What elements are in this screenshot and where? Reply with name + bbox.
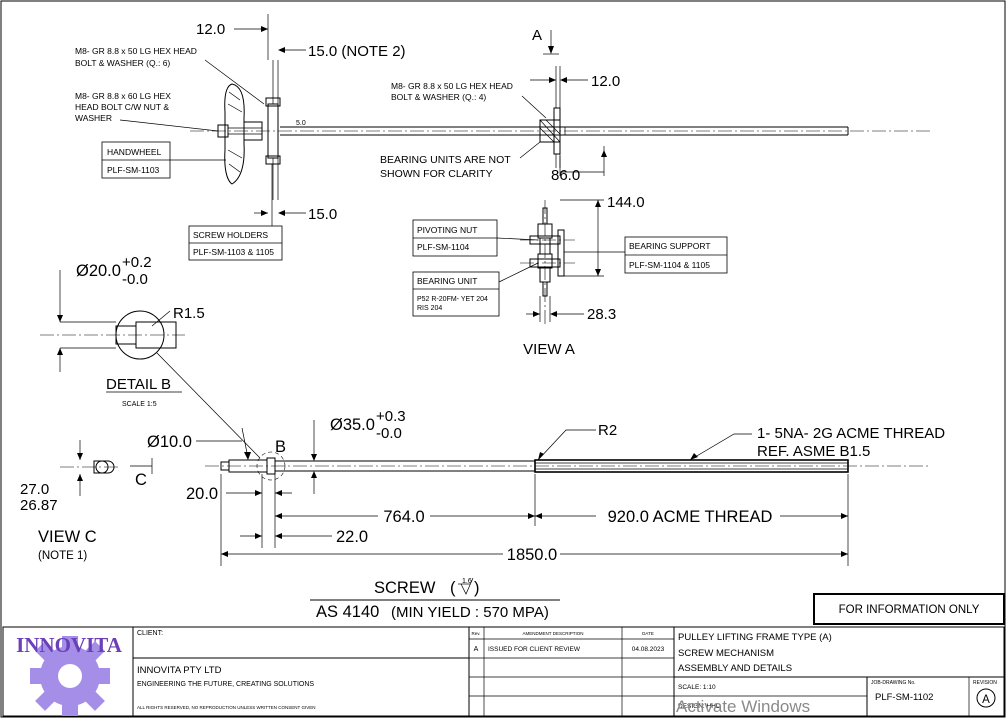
- dim-r1-5: R1.5: [173, 305, 205, 322]
- dim-20: 20.0: [186, 485, 218, 503]
- view-c-note: (NOTE 1): [38, 550, 87, 562]
- detail-b-scale: SCALE 1:5: [122, 401, 157, 408]
- dim-dia35: Ø35.0: [330, 416, 375, 434]
- windows-watermark: Activate Windows: [676, 697, 810, 716]
- bolt-note-right-2: BOLT & WASHER (Q.: 4): [391, 92, 486, 102]
- acme-thread-section: [534, 459, 849, 473]
- screw-elevation: C B Ø10.0 Ø35.0 +0.3 -0.0 R2 1- 5NA- 2G …: [130, 408, 945, 566]
- dim-dia10: Ø10.0: [147, 433, 192, 451]
- handwheel-name: HANDWHEEL: [107, 147, 162, 157]
- view-a-label: VIEW A: [523, 341, 575, 358]
- detail-b: Ø20.0 +0.2 -0.0 R1.5 DETAIL B SCALE 1:5: [40, 254, 261, 459]
- bearing-note-1: BEARING UNITS ARE NOT: [380, 154, 511, 166]
- rev-a: A: [474, 646, 479, 653]
- drawing-no-label: JOB-DRAWING No.: [871, 680, 916, 686]
- material-yield: (MIN YIELD : 570 MPA): [391, 604, 549, 621]
- dim-5: 5.0: [296, 120, 306, 127]
- for-info-text: FOR INFORMATION ONLY: [839, 604, 980, 616]
- svg-text:(: (: [450, 579, 456, 597]
- dim-27: 27.0: [20, 481, 49, 498]
- dim-12-right: 12.0: [591, 73, 620, 90]
- title-line-1: PULLEY LIFTING FRAME TYPE (A): [678, 632, 832, 643]
- scale-text: SCALE: 1:10: [678, 684, 716, 691]
- innovita-logo: INNOVITA: [16, 633, 123, 716]
- view-c-label: VIEW C: [38, 528, 97, 546]
- title-block: INNOVITA CLIENT: INNOVITA PTY LTD ENGINE…: [2, 626, 1005, 717]
- bolt-note-nut-3: WASHER: [75, 113, 112, 123]
- handwheel-body: [224, 83, 245, 185]
- revision-value: A: [982, 694, 990, 706]
- dim-28-3: 28.3: [587, 306, 616, 323]
- dim-1850: 1850.0: [507, 546, 557, 564]
- date-a: 04.08.2023: [632, 646, 665, 653]
- bearing-note-2: SHOWN FOR CLARITY: [380, 168, 493, 180]
- designed-text: DESIGN: HHD: [678, 703, 721, 710]
- svg-text:): ): [474, 579, 480, 597]
- revision-label: REVISION: [973, 680, 997, 686]
- dim-dia35-tol-minus: -0.0: [376, 425, 402, 442]
- bearing-support-code: PLF-SM-1104 & 1105: [629, 260, 710, 270]
- bolt-note-nut-1: M8- GR 8.8 x 60 LG HEX: [75, 91, 171, 101]
- pivoting-nut-name: PIVOTING NUT: [417, 225, 477, 235]
- for-info-box: [813, 593, 1005, 625]
- dim-dia20-tol-plus: +0.2: [122, 254, 152, 271]
- handwheel-code: PLF-SM-1103: [107, 165, 160, 175]
- thread-note-1: 1- 5NA- 2G ACME THREAD: [757, 425, 945, 442]
- rev-header: Rev.: [472, 631, 481, 636]
- amend-header: AMENDMENT DESCRIPTION: [523, 631, 584, 636]
- company-tagline: ENGINEERING THE FUTURE, CREATING SOLUTIO…: [137, 681, 314, 688]
- title-line-2: SCREW MECHANISM: [678, 648, 774, 659]
- date-header: DATE: [642, 631, 654, 636]
- logo-text: INNOVITA: [16, 633, 123, 657]
- top-notes: M8- GR 8.8 x 50 LG HEX HEAD BOLT & WASHE…: [75, 46, 547, 261]
- amend-a: ISSUED FOR CLIENT REVIEW: [488, 646, 581, 653]
- dim-12-top: 12.0: [196, 21, 225, 38]
- dim-15-bottom: 15.0: [308, 206, 337, 223]
- material-standard: AS 4140: [316, 603, 379, 621]
- screw-title: SCREW ( 1.6 ) AS 4140 (MIN YIELD : 570 M…: [310, 577, 560, 621]
- dim-920: 920.0 ACME THREAD: [608, 508, 773, 526]
- rights-notice: ALL RIGHTS RESERVED, NO REPRODUCTION UNL…: [137, 705, 315, 710]
- client-label: CLIENT:: [137, 630, 163, 637]
- bolt-note-nut-2: HEAD BOLT C/W NUT &: [75, 102, 169, 112]
- surface-finish-value: 1.6: [462, 578, 472, 585]
- dim-15-note2: 15.0 (NOTE 2): [308, 43, 406, 60]
- bearing-unit-code-2: RIS 204: [417, 305, 442, 312]
- bearing-unit-code-1: P52 R-20FM- YET 204: [417, 296, 488, 303]
- dim-144: 144.0: [607, 194, 645, 211]
- bearing-unit-name: BEARING UNIT: [417, 276, 477, 286]
- top-dimensions: 12.0 15.0 (NOTE 2) 5.0 15.0 A 12.0 86.0: [196, 14, 620, 223]
- title-line-3: ASSEMBLY AND DETAILS: [678, 663, 792, 674]
- dim-dia20-tol-minus: -0.0: [122, 271, 148, 288]
- dim-86: 86.0: [551, 167, 580, 184]
- detail-b-label: DETAIL B: [106, 376, 171, 393]
- drawing-no: PLF-SM-1102: [875, 692, 933, 703]
- bearing-support-name: BEARING SUPPORT: [629, 241, 711, 251]
- screw-title-text: SCREW: [374, 579, 436, 597]
- thread-note-2: REF. ASME B1.5: [757, 443, 870, 460]
- company-name: INNOVITA PTY LTD: [137, 665, 222, 676]
- screw-holders-code: PLF-SM-1103 & 1105: [193, 247, 274, 257]
- dim-764: 764.0: [383, 508, 424, 526]
- dim-dia20: Ø20.0: [76, 262, 121, 280]
- section-b-label: B: [275, 438, 286, 456]
- bolt-note-top-1: M8- GR 8.8 x 50 LG HEX HEAD: [75, 46, 197, 56]
- bolt-note-top-2: BOLT & WASHER (Q.: 6): [75, 58, 170, 68]
- bearing-unit-callout: [412, 271, 500, 317]
- screw-holders-name: SCREW HOLDERS: [193, 230, 268, 240]
- dim-r2: R2: [598, 422, 617, 439]
- dim-22: 22.0: [336, 528, 368, 546]
- bolt-note-right-1: M8- GR 8.8 x 50 LG HEX HEAD: [391, 81, 513, 91]
- dim-26-87: 26.87: [20, 497, 58, 514]
- view-a: 144.0 28.3 VIEW A PIVOTING NUT PLF-SM-11…: [412, 194, 728, 358]
- pivoting-nut-code: PLF-SM-1104: [417, 242, 470, 252]
- section-c-label: C: [135, 471, 147, 489]
- section-a-label: A: [532, 27, 542, 44]
- view-c: 27.0 26.87 VIEW C (NOTE 1): [20, 440, 120, 562]
- revision-circle: [976, 688, 996, 708]
- dim-dia35-tol-plus: +0.3: [376, 408, 406, 425]
- top-assembly-view: [190, 60, 930, 200]
